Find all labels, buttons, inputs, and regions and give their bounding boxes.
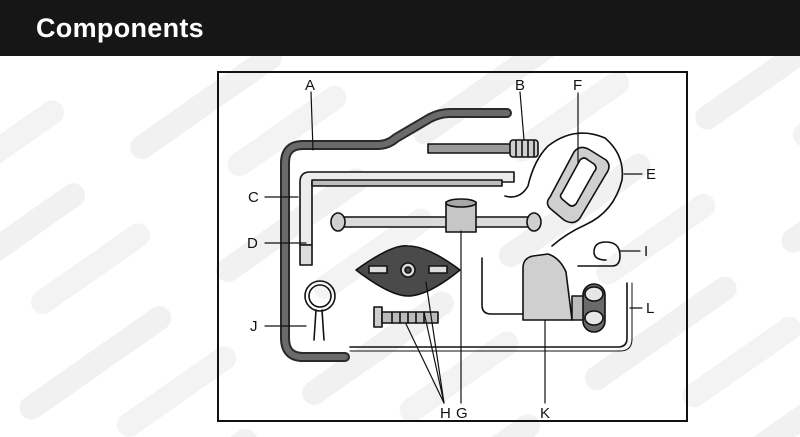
component-k-tool [481,253,606,333]
callout-j: J [250,318,258,335]
callout-l: L [646,300,654,317]
callout-b: B [515,77,525,94]
component-h-plate [355,245,461,297]
callout-f: F [573,77,582,94]
component-b-pin [427,139,539,158]
components-diagram-frame [217,71,688,422]
component-d-bar [299,179,503,266]
component-g-block [330,198,542,233]
component-j-clip [304,280,336,341]
callout-leaders [264,91,643,404]
component-f-plate [546,146,610,224]
component-h-bolt [373,306,439,328]
callout-i: I [644,243,648,260]
callout-h: H [440,405,451,422]
component-l-pin [349,282,633,352]
callout-d: D [247,235,258,252]
callout-a: A [305,77,315,94]
callout-k: K [540,405,550,422]
component-i-clip [577,241,621,267]
section-header: Components [0,0,800,56]
callout-g: G [456,405,468,422]
callout-e: E [646,166,656,183]
component-a-rod [280,108,512,362]
section-title: Components [36,13,204,43]
component-e-wire [504,132,624,247]
callout-c: C [248,189,259,206]
